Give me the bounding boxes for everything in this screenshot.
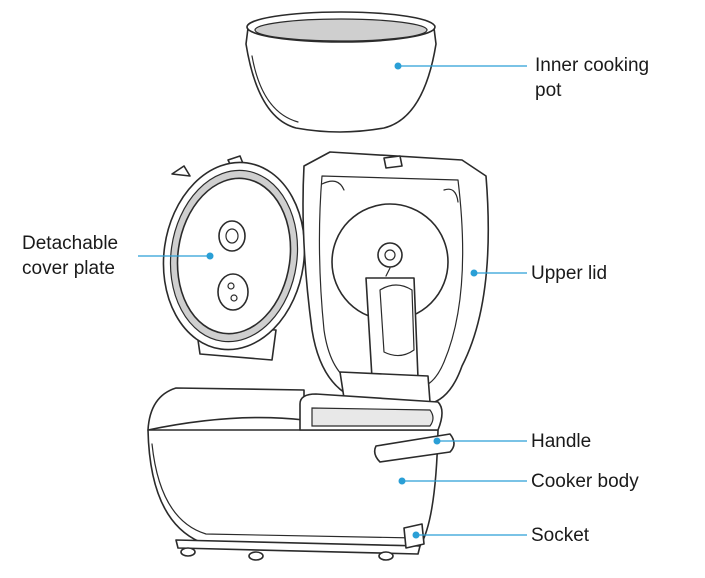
- leader-handle: [433, 437, 527, 445]
- label-detachable-cover-plate: Detachable cover plate: [22, 233, 119, 279]
- inner-cooking-pot-drawing: [245, 11, 437, 133]
- label-cooker-body: Cooker body: [531, 471, 639, 492]
- leader-inner-pot: [394, 62, 527, 70]
- label-inner-cooking-pot: Inner cooking pot: [535, 55, 650, 101]
- leader-upper-lid: [470, 269, 527, 277]
- leader-socket: [412, 531, 527, 539]
- label-upper-lid: Upper lid: [531, 263, 608, 284]
- cooker-body-drawing: [147, 387, 455, 561]
- label-socket: Socket: [531, 525, 590, 546]
- leader-cooker-body: [398, 477, 527, 485]
- leader-cover-plate: [138, 252, 214, 260]
- detachable-cover-plate-drawing: [162, 155, 306, 361]
- upper-lid-drawing: [302, 151, 490, 405]
- label-handle: Handle: [531, 431, 592, 452]
